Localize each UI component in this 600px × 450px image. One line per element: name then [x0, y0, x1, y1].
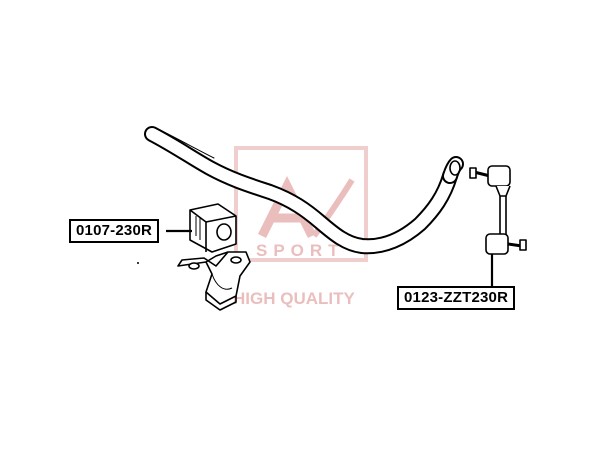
stabilizer-bar-end-fill	[444, 158, 462, 182]
stabilizer-bar-fill	[146, 128, 456, 253]
watermark-logo-a-icon	[257, 175, 317, 239]
stabilizer-link	[469, 165, 527, 255]
part-label-bushing: 0107-230R	[69, 219, 160, 243]
stabilizer-bar	[144, 126, 464, 255]
watermark-frame	[234, 146, 368, 262]
watermark-tagline: HIGH QUALITY	[233, 289, 355, 308]
stabilizer-bar-eye	[449, 160, 461, 176]
leader-lines	[166, 229, 494, 286]
stabilizer-bar-highlight	[159, 129, 215, 159]
bushing-bracket	[177, 251, 251, 311]
watermark-brand-word: SPORT	[256, 241, 345, 260]
speck	[137, 262, 139, 264]
part-label-stabilizer-link: 0123-ZZT230R	[397, 286, 516, 310]
bushing-upper	[189, 203, 237, 253]
watermark: SPORT HIGH QUALITY	[233, 146, 368, 308]
